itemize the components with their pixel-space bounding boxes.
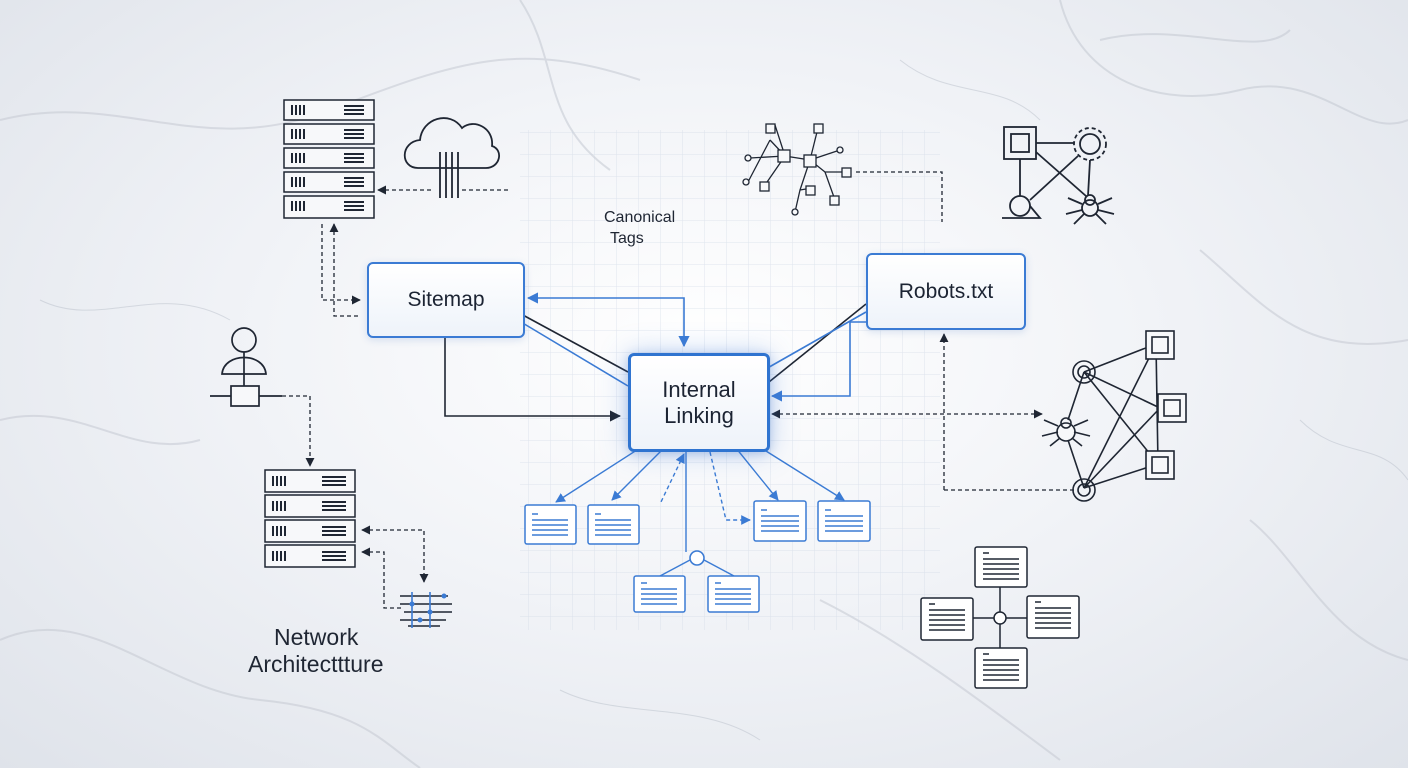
connector-line [659,559,735,577]
connector-line [611,447,665,501]
connector-line [444,334,622,422]
connector-line [282,395,315,467]
robots-label: Robots.txt [898,279,994,303]
internal-linking-label-line2: Linking [664,402,734,428]
connector-line [757,445,845,501]
connector-line [763,303,867,387]
hub-node-icon [689,550,705,566]
data-flow-icon [400,592,452,628]
connector-line [709,451,751,525]
network-graph-icon [742,123,852,216]
crawler-network-icon [1002,126,1115,225]
internal-linking-node: Internal Linking [628,353,770,452]
crawler-spider-icon [1041,330,1187,502]
cloud-icon [403,117,500,198]
connector-line [856,171,943,222]
internal-linking-label-line1: Internal [662,376,736,402]
connector-line [659,453,685,505]
robots-node: Robots.txt [866,253,1026,330]
connector-line [763,311,867,371]
server-rack-icon [283,99,375,219]
connector-line [526,292,690,348]
document-icon [920,546,1080,689]
user-network-icon [210,327,282,407]
network-label-line1: Network [274,624,359,650]
network-label-line2: Architecttture [248,651,384,677]
document-icon [524,500,871,613]
sitemap-label: Sitemap [407,288,485,311]
canonical-label-line1: Canonical [604,209,676,226]
network-architecture-label: Network Architecttture [248,624,384,678]
server-rack-icon [264,469,356,568]
connector-line [770,321,866,402]
canonical-tags-label: Canonical Tags [604,207,675,249]
sitemap-node: Sitemap [367,262,525,338]
connector-line [555,447,641,503]
canonical-label-line2: Tags [610,230,644,247]
connector-line [735,447,779,501]
connector-line [361,525,429,583]
connector-line [321,224,361,305]
connector-line [329,223,360,317]
connector-line [361,547,402,609]
